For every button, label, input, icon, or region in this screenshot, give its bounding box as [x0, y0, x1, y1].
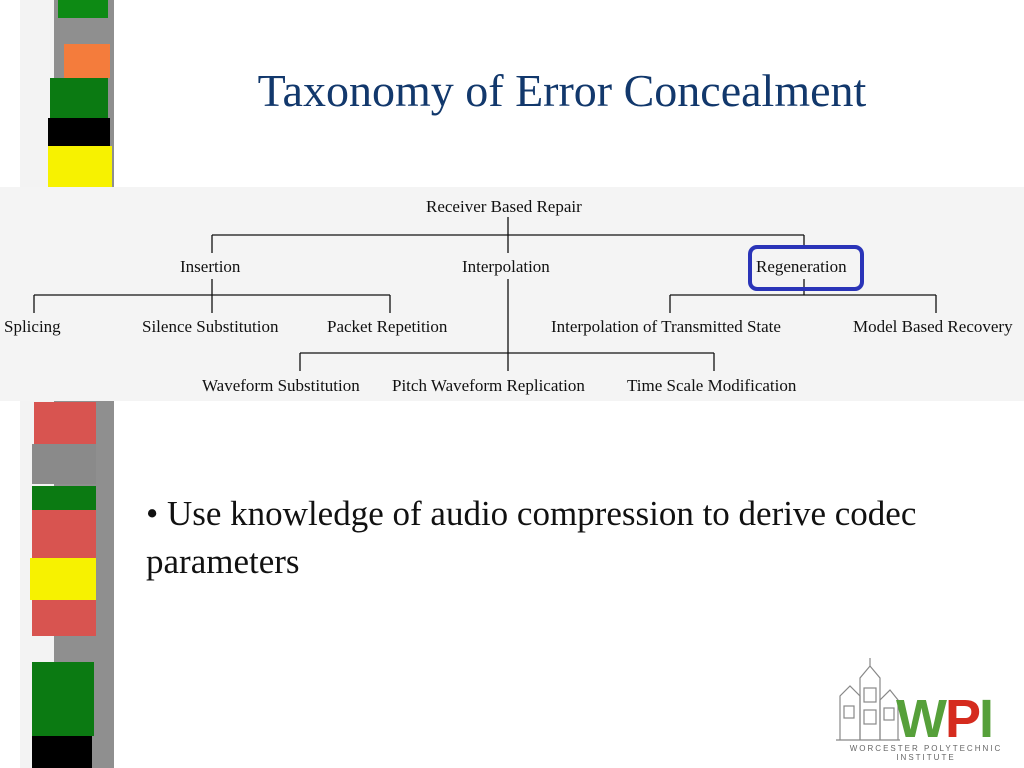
- stripe-block-yellow2: [30, 558, 96, 600]
- bullet-text: • Use knowledge of audio compression to …: [146, 494, 917, 581]
- wpi-wordmark: WPI: [896, 688, 994, 750]
- node-time-scale-modification: Time Scale Modification: [627, 376, 797, 395]
- stripe-block-orange: [64, 44, 110, 78]
- node-model-based-recovery: Model Based Recovery: [853, 317, 1013, 336]
- wpi-letter-w: W: [896, 689, 947, 749]
- node-waveform-substitution: Waveform Substitution: [202, 376, 360, 395]
- node-interpolation-transmitted-state: Interpolation of Transmitted State: [551, 317, 781, 336]
- node-root: Receiver Based Repair: [426, 197, 582, 216]
- node-splicing: Splicing: [4, 317, 61, 336]
- slide-title: Taxonomy of Error Concealment: [0, 64, 1024, 117]
- regeneration-highlight-box: [748, 245, 864, 291]
- stripe-block-red2: [32, 510, 96, 558]
- building-icon: [836, 658, 900, 741]
- wpi-logo: [836, 656, 1016, 760]
- node-silence-substitution: Silence Substitution: [142, 317, 279, 336]
- stripe-block-red: [34, 402, 96, 444]
- stripe-block-green3: [32, 662, 94, 736]
- slide-title-text: Taxonomy of Error Concealment: [257, 65, 867, 116]
- node-insertion: Insertion: [180, 257, 241, 276]
- stripe-block-gray: [32, 444, 96, 484]
- wpi-letter-i: I: [979, 689, 994, 749]
- wpi-subtitle: WORCESTER POLYTECHNIC INSTITUTE: [849, 744, 1003, 762]
- stripe-block-black2: [32, 736, 92, 768]
- node-pitch-waveform-replication: Pitch Waveform Replication: [392, 376, 585, 395]
- wpi-letter-p: P: [944, 689, 981, 749]
- node-interpolation: Interpolation: [462, 257, 550, 276]
- diagram-connectors: [33, 217, 937, 371]
- taxonomy-diagram: Receiver Based Repair Insertion Interpol…: [0, 187, 1024, 401]
- stripe-block-red3: [32, 600, 96, 636]
- stripe-block-green-top: [58, 0, 108, 18]
- node-packet-repetition: Packet Repetition: [327, 317, 448, 336]
- stripe-block-yellow: [48, 146, 112, 188]
- node-regeneration: Regeneration: [756, 257, 847, 276]
- stripe-block-black: [48, 118, 110, 146]
- stripe-block-green: [50, 78, 108, 118]
- stripe-block-green2: [32, 486, 96, 510]
